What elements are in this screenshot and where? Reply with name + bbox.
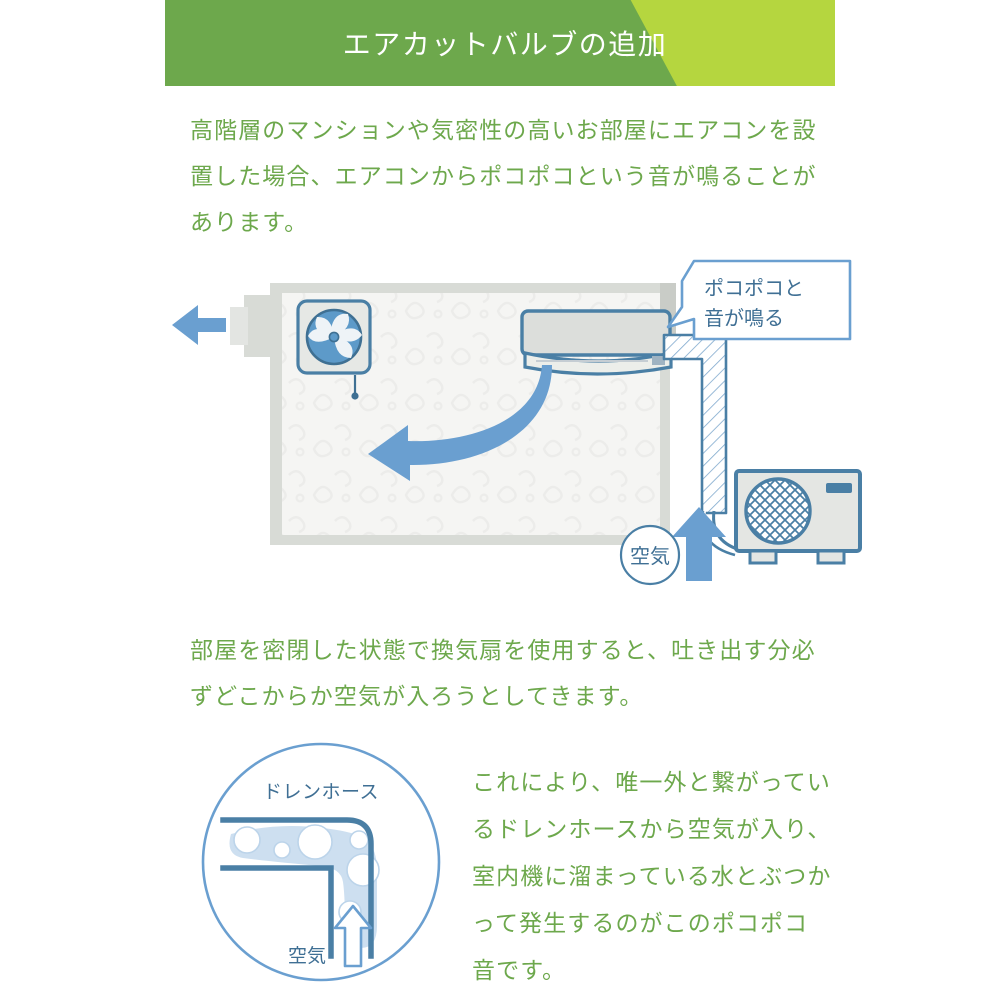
exhaust-arrow-icon [172,305,226,345]
middle-paragraph: 部屋を密閉した状態で換気扇を使用すると、吐き出す分必ずどこからか空気が入ろうとし… [190,638,816,710]
air-label-text: 空気 [630,544,670,568]
speech-bubble: ポコポコと 音が鳴る [666,259,852,341]
airflow-arrow-icon [368,365,552,481]
header-banner: エアカットバルブの追加 [165,0,835,86]
ventilation-fan-icon [296,299,372,400]
vent-duct [244,295,272,357]
vent-duct-cap [230,307,248,345]
conclusion-paragraph: これにより、唯一外と繋がっているドレンホースから空気が入り、室内機に溜まっている… [472,770,832,984]
room-diagram: 空気 ポコポコと 音が鳴る [170,235,862,615]
intake-arrow-icon [672,507,726,581]
drain-hose-pipe [220,817,374,959]
drain-hose-diagram: ドレンホース 空気 [195,740,450,990]
intro-paragraph: 高階層のマンションや気密性の高いお部屋にエアコンを設置した場合、エアコンからポコ… [190,118,817,236]
drain-hose-label: ドレンホース [263,781,379,803]
outdoor-ac-unit-icon [734,469,862,565]
hose-air-arrow-icon [333,904,373,968]
indoor-ac-unit-icon [520,309,673,376]
hose-air-label: 空気 [288,945,326,967]
speech-bubble-line-2: 音が鳴る [704,306,784,330]
speech-bubble-line-1: ポコポコと [704,276,804,300]
page-title: エアカットバルブの追加 [342,28,668,61]
air-label-badge: 空気 [619,524,681,586]
